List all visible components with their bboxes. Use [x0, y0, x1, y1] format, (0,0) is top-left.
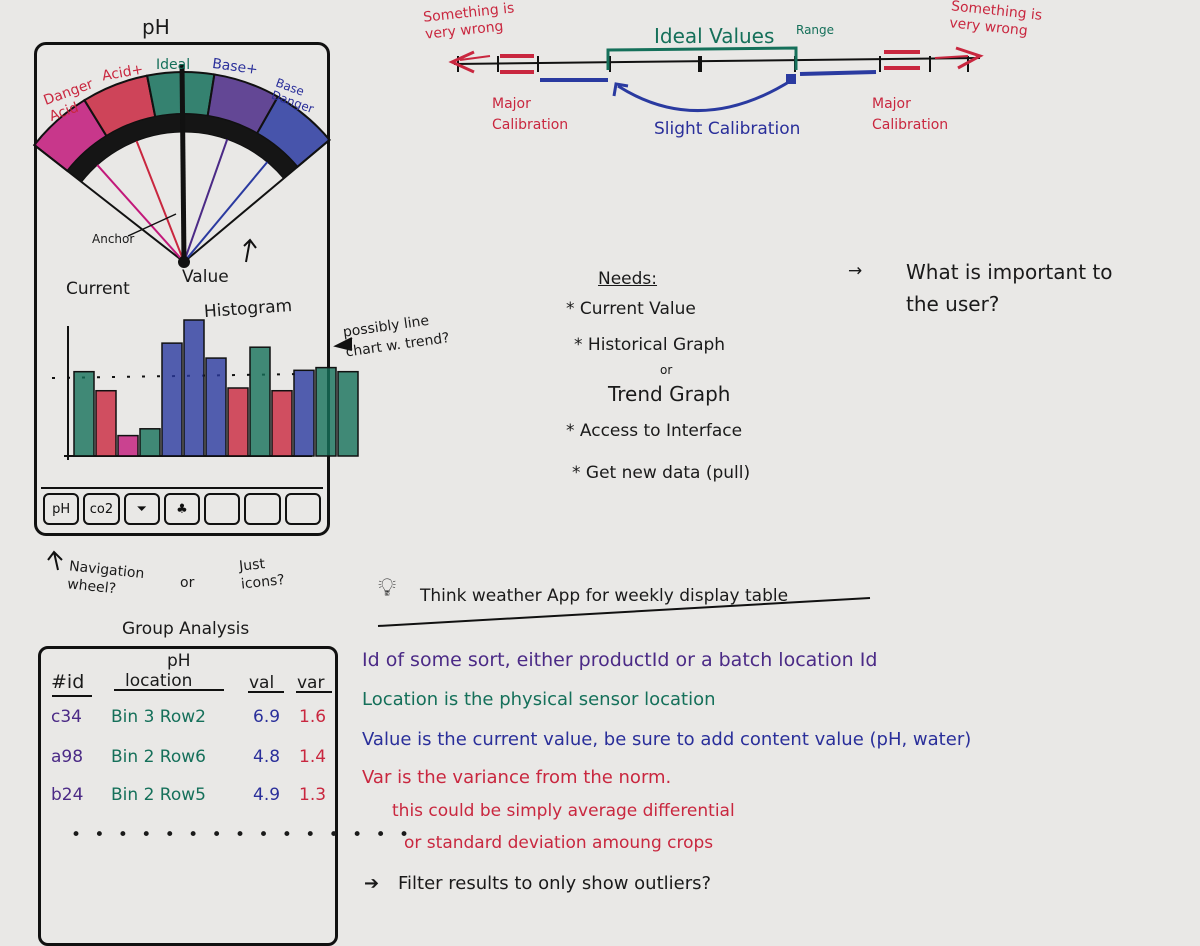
left-arrow-icon	[448, 50, 475, 74]
var-note: Var is the variance from the norm.	[362, 767, 672, 788]
nav-co2-button[interactable]: co2	[83, 493, 120, 525]
nav-empty-button-2[interactable]	[244, 493, 281, 525]
current-label: Current	[66, 279, 130, 299]
nav-bar: pH co2 ⏷ ♣	[41, 487, 323, 529]
var-note-2: this could be simply average differentia…	[392, 801, 735, 821]
major-calibration-right: Major Calibration	[872, 96, 949, 133]
filter-arrow-icon: ➔	[364, 873, 380, 894]
header-val: val	[249, 673, 275, 693]
needs-item-or: or	[660, 363, 673, 377]
question-text: What is important to the user?	[906, 260, 1113, 316]
needs-item-historical-graph: * Historical Graph	[574, 335, 726, 355]
right-warning: Something is very wrong	[948, 0, 1043, 40]
header-var: var	[297, 673, 325, 693]
location-note: Location is the physical sensor location	[362, 689, 716, 710]
funnel-icon: ⏷	[136, 501, 147, 517]
slight-calibration-mark-right	[799, 70, 877, 76]
header-id: #id	[51, 671, 85, 693]
slight-calibration-label: Slight Calibration	[654, 119, 801, 139]
nav-sensor-button[interactable]: ⏷	[123, 493, 160, 525]
phone-frame: pH co2 ⏷ ♣	[34, 42, 330, 536]
row-id: c34	[51, 707, 82, 727]
nav-icons-note: Just icons?	[238, 556, 286, 593]
var-note-3: or standard deviation amoung crops	[404, 833, 714, 853]
row-location: Bin 2 Row6	[111, 747, 206, 767]
right-arrow-icon	[955, 46, 984, 70]
needs-item-get-new-data: * Get new data (pull)	[572, 463, 751, 483]
curve-arrowhead-icon	[612, 82, 629, 97]
major-calibration-left: Major Calibration	[492, 96, 569, 133]
filter-note: Filter results to only show outliers?	[398, 873, 712, 894]
ideal-values-label: Ideal Values	[654, 24, 775, 48]
needs-item-access-interface: * Access to Interface	[566, 421, 743, 441]
group-analysis-table: pH #id location val var c34 Bin 3 Row2 6…	[38, 646, 409, 946]
plant-icon: ♣	[176, 501, 188, 517]
row-id: a98	[51, 747, 84, 767]
value-label: Value	[182, 267, 229, 287]
nav-empty-button-1[interactable]	[204, 493, 241, 525]
left-arrow-shaft	[459, 55, 491, 61]
table-row[interactable]: c34 Bin 3 Row2 6.9 1.6	[41, 707, 337, 737]
lightbulb-icon: 💡︎	[378, 573, 397, 603]
group-analysis-title: Group Analysis	[122, 619, 250, 639]
row-val: 6.9	[253, 707, 281, 727]
needs-title: Needs:	[598, 269, 658, 289]
nav-ph-button[interactable]: pH	[43, 493, 80, 525]
nav-or: or	[180, 575, 195, 591]
table-row[interactable]: a98 Bin 2 Row6 4.8 1.4	[41, 747, 337, 777]
gauge-label-ideal: Ideal	[156, 57, 191, 73]
row-val: 4.8	[253, 747, 281, 767]
left-warning: Something is very wrong	[422, 0, 516, 43]
question-arrow-icon: →	[848, 261, 863, 281]
value-note: Value is the current value, be sure to a…	[362, 729, 972, 750]
row-var: 1.3	[299, 785, 327, 805]
id-note: Id of some sort, either productId or a b…	[362, 649, 878, 671]
table-more-dots: • • • • • • • • • • • • • • •	[71, 825, 414, 845]
nav-note: Navigation wheel?	[66, 558, 146, 598]
needs-item-current-value: * Current Value	[566, 299, 696, 319]
row-val: 4.9	[253, 785, 281, 805]
nav-empty-button-3[interactable]	[284, 493, 321, 525]
range-label: Range	[796, 23, 835, 37]
header-location: location	[125, 671, 193, 691]
right-arrow-shaft	[934, 55, 969, 59]
histogram-note: possibly line chart w. trend?	[341, 312, 451, 361]
nav-note-arrow-icon	[47, 550, 63, 571]
row-location: Bin 2 Row5	[111, 785, 206, 805]
row-var: 1.6	[299, 707, 327, 727]
weather-note: Think weather App for weekly display tab…	[420, 586, 789, 606]
histogram-bar	[337, 370, 359, 457]
phone-title: pH	[142, 15, 170, 39]
table-subtitle: pH	[167, 651, 191, 671]
row-id: b24	[51, 785, 84, 805]
row-location: Bin 3 Row2	[111, 707, 206, 727]
slight-calibration-curve	[617, 78, 793, 112]
ideal-range-bracket	[606, 46, 798, 70]
table-header-row: #id location val var	[41, 671, 337, 701]
gauge-label-anchor: Anchor	[92, 232, 135, 246]
range-axis	[453, 57, 981, 65]
curve-end-marker	[786, 74, 796, 84]
needs-item-trend-graph: Trend Graph	[608, 382, 731, 406]
table-row[interactable]: b24 Bin 2 Row5 4.9 1.3	[41, 785, 337, 815]
nav-plant-button[interactable]: ♣	[163, 493, 201, 525]
row-var: 1.4	[299, 747, 327, 767]
